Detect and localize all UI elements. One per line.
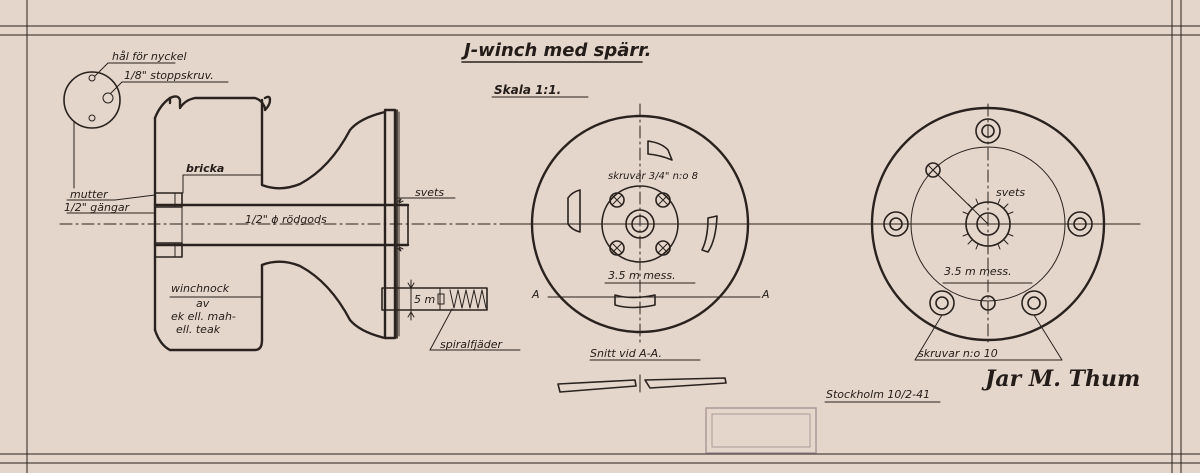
- section-a-a: [557, 359, 727, 393]
- signature: Jar M. Thum: [985, 366, 1141, 392]
- side-view: [59, 62, 521, 352]
- place-date: Stockholm 10/2-41: [826, 388, 931, 401]
- section-label: Snitt vid A-A.: [590, 347, 662, 360]
- thread-label: 1/2" gängar: [64, 201, 130, 214]
- right-diameter-label: 3.5 m mess.: [944, 265, 1012, 278]
- winch-label-line-2: av: [196, 297, 210, 310]
- set-screw-label: 1/8" stoppskruv.: [124, 69, 214, 82]
- winch-label-line-1: winchnock: [171, 282, 230, 295]
- spring-dimension: 5 m: [414, 293, 436, 306]
- left-diameter-label: 3.5 m mess.: [608, 269, 676, 282]
- winch-label-line-3: ek ell. mah-: [171, 310, 236, 323]
- scale-label: Skala 1:1.: [494, 83, 562, 97]
- shaft-label: 1/2" ϕ rödgods: [245, 213, 327, 226]
- face-view-right: [499, 103, 1141, 361]
- section-mark-right: A: [762, 288, 770, 301]
- right-weld-label: svets: [996, 186, 1026, 199]
- nut-label: mutter: [70, 188, 108, 201]
- drawing-title: J-winch med spärr.: [464, 40, 652, 61]
- hole-label: hål för nyckel: [112, 50, 187, 63]
- side-weld-label: svets: [415, 186, 445, 199]
- winch-label-line-4: ell. teak: [176, 323, 221, 336]
- washer-label: bricka: [186, 162, 225, 175]
- left-screws-label: skruvar 3/4" n:o 8: [608, 171, 699, 182]
- key-hole-detail: [63, 71, 121, 129]
- section-mark-left: A: [532, 288, 540, 301]
- spring-label: spiralfjäder: [440, 338, 503, 351]
- archive-stamp: [705, 407, 817, 454]
- right-screws-label: skruvar n:o 10: [918, 347, 998, 360]
